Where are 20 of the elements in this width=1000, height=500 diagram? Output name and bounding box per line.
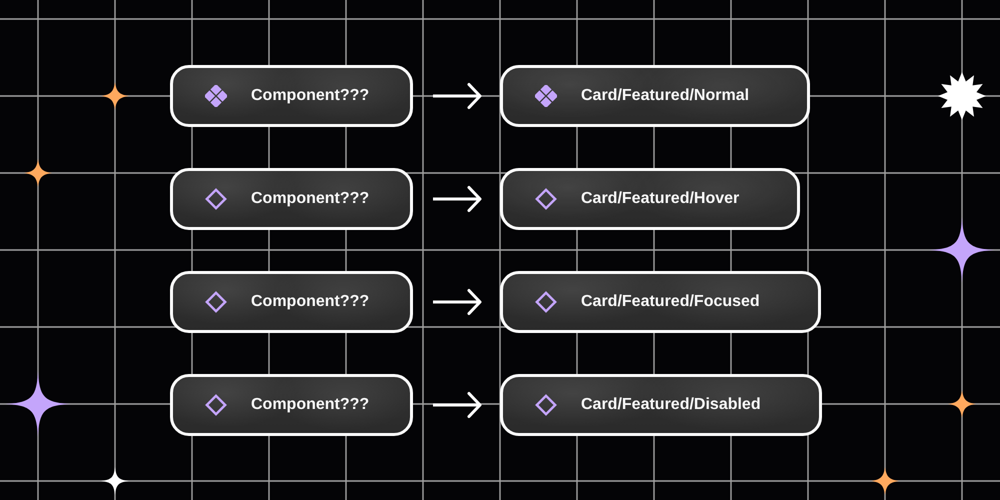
arrow <box>433 392 482 418</box>
arrow <box>433 83 482 109</box>
arrow <box>433 289 482 315</box>
layer-name: Card/Featured/Disabled <box>581 395 761 415</box>
layer-name: Card/Featured/Normal <box>581 86 750 106</box>
layer-pill <box>170 374 413 436</box>
layer-pill <box>170 65 413 127</box>
layer-name: Card/Featured/Hover <box>581 189 740 209</box>
layer-pill <box>500 168 800 230</box>
layer-name: Card/Featured/Focused <box>581 292 760 312</box>
layer-pill <box>500 65 810 127</box>
layer-name: Component??? <box>251 395 370 415</box>
layer-name: Component??? <box>251 86 370 106</box>
layer-pill <box>500 374 822 436</box>
arrow <box>433 186 482 212</box>
layer-name: Component??? <box>251 292 370 312</box>
layer-pill <box>500 271 821 333</box>
layer-pill <box>170 271 413 333</box>
layer-pill <box>170 168 413 230</box>
layer-name: Component??? <box>251 189 370 209</box>
